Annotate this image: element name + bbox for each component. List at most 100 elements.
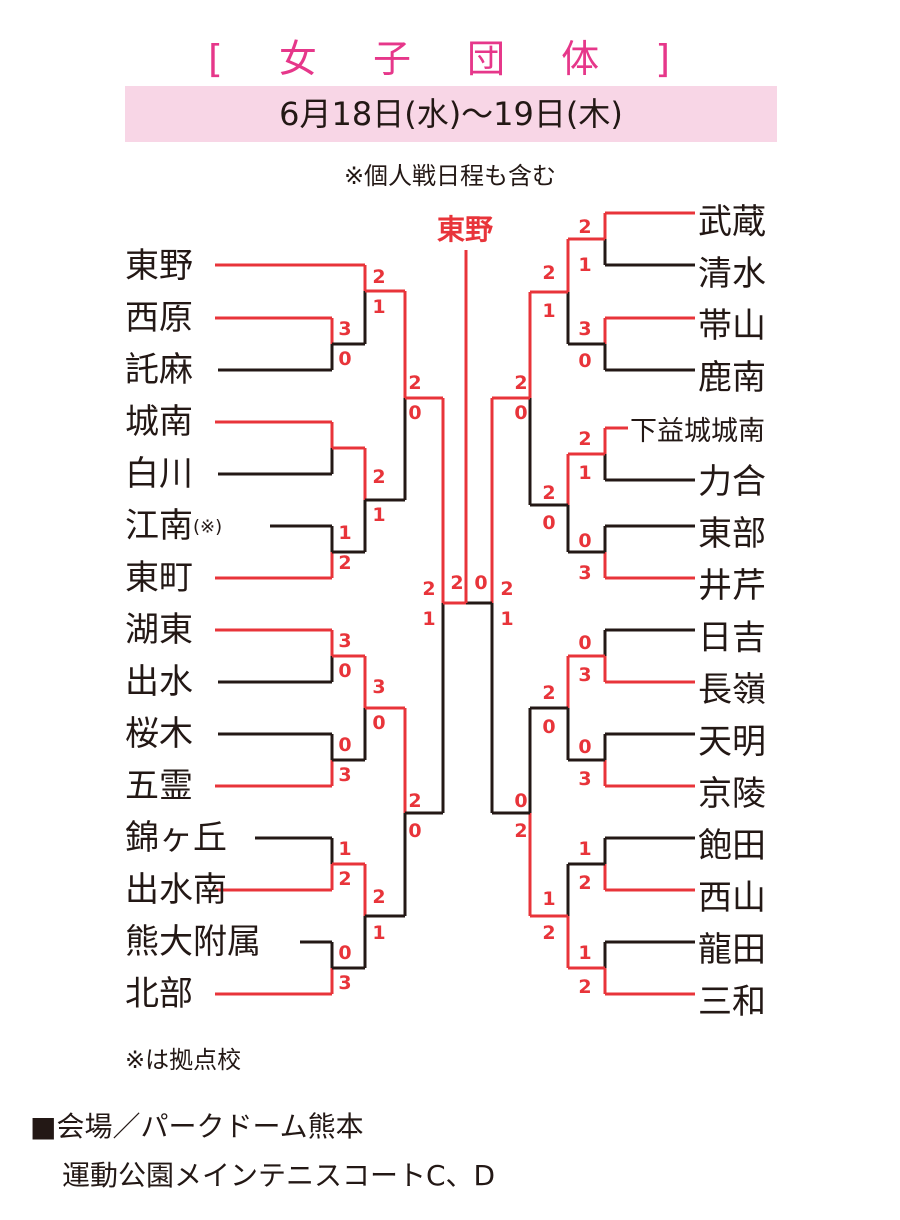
score-r11-b: 0 bbox=[514, 402, 528, 424]
team-right-5: 下益城城南 bbox=[630, 416, 765, 447]
team-right-7: 東部 bbox=[698, 514, 766, 554]
score-l5-b: 2 bbox=[338, 868, 352, 890]
score-l12-a: 2 bbox=[408, 790, 422, 812]
score-r10-a: 1 bbox=[542, 888, 556, 910]
score-r1-b: 1 bbox=[578, 254, 592, 276]
venue-line-1: ■会場／パークドーム熊本 bbox=[30, 1110, 364, 1143]
team-right-11: 天明 bbox=[698, 722, 766, 762]
team-left-1: 東野 bbox=[125, 246, 193, 286]
team-left-11: 五霊 bbox=[125, 766, 193, 806]
score-l9-b: 0 bbox=[372, 712, 386, 734]
score-r2-a: 3 bbox=[578, 318, 592, 340]
page-title: [ 女 子 団 体 ] bbox=[207, 37, 693, 81]
score-r8-b: 0 bbox=[542, 512, 556, 534]
date-text: 6月18日(水)〜19日(木) bbox=[279, 95, 623, 133]
team-right-13: 飽田 bbox=[698, 826, 766, 866]
team-left-8: 湖東 bbox=[125, 610, 193, 650]
team-right-8: 井芹 bbox=[698, 566, 766, 606]
score-r4-a: 0 bbox=[578, 530, 592, 552]
score-l-semi-b: 1 bbox=[422, 608, 436, 630]
score-r9-b: 0 bbox=[542, 716, 556, 738]
score-r7-b: 1 bbox=[542, 300, 556, 322]
score-r10-b: 2 bbox=[542, 922, 556, 944]
team-left-7: 東町 bbox=[125, 558, 193, 598]
team-right-10: 長嶺 bbox=[698, 670, 766, 710]
score-r6c-b: 2 bbox=[578, 872, 592, 894]
score-r5-b: 3 bbox=[578, 664, 592, 686]
team-right-9: 日吉 bbox=[698, 618, 766, 658]
score-l-semi-a: 2 bbox=[422, 578, 436, 600]
team-right-3: 帯山 bbox=[698, 306, 766, 346]
score-r8-a: 2 bbox=[542, 482, 556, 504]
team-right-1: 武蔵 bbox=[698, 202, 766, 242]
score-l6-a: 0 bbox=[338, 942, 352, 964]
score-l11-b: 0 bbox=[408, 402, 422, 424]
score-r-semi-b: 1 bbox=[500, 608, 514, 630]
team-left-14: 熊大附属 bbox=[125, 922, 261, 962]
score-l1-b: 0 bbox=[338, 348, 352, 370]
score-l1-a: 3 bbox=[338, 318, 352, 340]
team-right-12: 京陵 bbox=[698, 774, 766, 814]
team-left-6: 江南(※) bbox=[125, 506, 222, 548]
team-left-9: 出水 bbox=[125, 662, 193, 702]
score-r6-a: 0 bbox=[578, 736, 592, 758]
team-left-3: 託麻 bbox=[125, 350, 193, 390]
score-l10-b: 1 bbox=[372, 922, 386, 944]
team-left-5: 白川 bbox=[125, 454, 193, 494]
team-right-16: 三和 bbox=[698, 982, 766, 1022]
venue-line-2: 運動公園メインテニスコートC、D bbox=[62, 1159, 496, 1192]
score-final-right: 0 bbox=[474, 572, 488, 594]
team-left-12: 錦ヶ丘 bbox=[125, 818, 227, 858]
score-r5-a: 0 bbox=[578, 632, 592, 654]
score-l12-b: 0 bbox=[408, 820, 422, 842]
score-r6c-a: 1 bbox=[578, 838, 592, 860]
score-l4-a: 0 bbox=[338, 734, 352, 756]
score-r11-a: 2 bbox=[514, 372, 528, 394]
score-r3-b: 1 bbox=[578, 462, 592, 484]
score-l8-a: 2 bbox=[372, 466, 386, 488]
team-left-13: 出水南 bbox=[125, 870, 227, 910]
score-l4-b: 3 bbox=[338, 764, 352, 786]
score-l2-b: 2 bbox=[338, 552, 352, 574]
score-l2-a: 1 bbox=[338, 522, 352, 544]
team-right-2: 清水 bbox=[698, 254, 766, 294]
score-r-semi-a: 2 bbox=[500, 578, 514, 600]
team-right-15: 龍田 bbox=[698, 930, 766, 970]
team-left-2: 西原 bbox=[125, 298, 193, 338]
score-l7-b: 1 bbox=[372, 296, 386, 318]
team-left-4: 城南 bbox=[125, 402, 193, 442]
team-right-4: 鹿南 bbox=[698, 358, 766, 398]
score-l9-a: 3 bbox=[372, 676, 386, 698]
score-r4-b: 3 bbox=[578, 562, 592, 584]
team-left-10: 桜木 bbox=[125, 714, 193, 754]
score-r6-b: 3 bbox=[578, 768, 592, 790]
score-l3-b: 0 bbox=[338, 660, 352, 682]
base-school-mark: (※) bbox=[193, 516, 223, 538]
score-l5-a: 1 bbox=[338, 838, 352, 860]
score-r9-a: 2 bbox=[542, 682, 556, 704]
score-l6-b: 3 bbox=[338, 972, 352, 994]
team-right-6: 力合 bbox=[698, 462, 766, 502]
team-right-14: 西山 bbox=[698, 878, 766, 918]
date-band: 6月18日(水)〜19日(木) bbox=[125, 86, 777, 142]
team-left-6-name: 江南 bbox=[125, 506, 193, 546]
score-l11-a: 2 bbox=[408, 372, 422, 394]
score-l8-b: 1 bbox=[372, 504, 386, 526]
score-l10-a: 2 bbox=[372, 886, 386, 908]
team-left-15: 北部 bbox=[125, 974, 193, 1014]
score-r6d-b: 2 bbox=[578, 976, 592, 998]
score-l7-a: 2 bbox=[372, 266, 386, 288]
score-l3-a: 3 bbox=[338, 630, 352, 652]
champion-name: 東野 bbox=[436, 213, 493, 246]
schedule-note: ※個人戦日程も含む bbox=[343, 162, 557, 190]
score-r2-b: 0 bbox=[578, 350, 592, 372]
score-final-left: 2 bbox=[450, 572, 464, 594]
base-school-note: ※は拠点校 bbox=[125, 1046, 242, 1074]
score-r1-a: 2 bbox=[578, 216, 592, 238]
score-r12-a: 0 bbox=[514, 790, 528, 812]
score-r3-a: 2 bbox=[578, 428, 592, 450]
score-r6d-a: 1 bbox=[578, 942, 592, 964]
score-r12-b: 2 bbox=[514, 820, 528, 842]
score-r7-a: 2 bbox=[542, 262, 556, 284]
